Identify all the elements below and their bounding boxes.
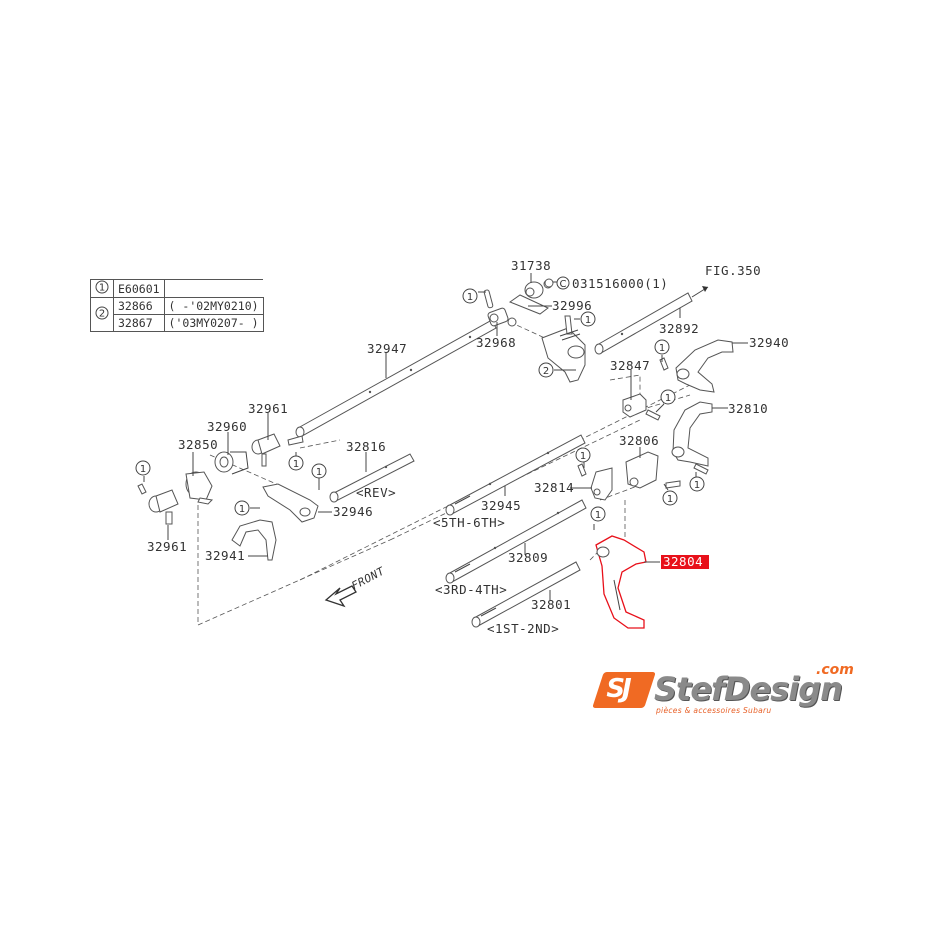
leader-lines [143,273,748,600]
part-32809-rod-3rd-4th[interactable] [445,499,587,584]
svg-text:1: 1 [694,480,700,491]
part-32810-fork[interactable] [671,401,713,475]
part-32850-collar[interactable] [185,471,214,505]
label-32961-bottom: 32961 [147,539,187,554]
label-32892: 32892 [659,321,699,336]
logo-tagline: pièces & accessoires Subaru [656,706,772,715]
svg-text:C: C [560,279,567,290]
ref-circle-icon: 1 [288,455,304,471]
legend-note [164,279,264,298]
label-32816: 32816 [346,439,386,454]
label-32941: 32941 [205,548,245,563]
part-32941-fork[interactable] [231,519,277,561]
label-1st-2nd: <1ST-2ND> [487,621,559,636]
part-32961-bushing-bottom[interactable] [137,483,179,525]
svg-text:1: 1 [595,510,601,521]
part-32947-rod[interactable] [295,319,497,438]
copper-clip-ref-icon: C [556,276,570,290]
reference-legend-table: 1 E60601 2 32866 ( -'02MY0210) 32867 ('0… [90,279,264,332]
highlighted-part-label[interactable]: 32804 [661,554,709,569]
part-32892-rod[interactable] [594,286,709,355]
svg-text:1: 1 [585,315,591,326]
part-32961-bushing-top[interactable] [251,433,304,467]
part-32940-fork[interactable] [659,339,734,393]
label-32814: 32814 [534,480,574,495]
ref-circle-icon: 1 [654,339,670,355]
stefdesign-logo[interactable]: SJ StefDesign .com pièces & accessoires … [590,662,860,718]
ref-circle-icon: 1 [234,500,250,516]
label-5th-6th: <5TH-6TH> [433,515,505,530]
part-32996-lever[interactable] [508,294,549,315]
label-32968: 32968 [476,335,516,350]
part-labels: 31738 031516000(1) FIG.350 32996 32968 3… [147,258,789,636]
part-32806-block[interactable] [625,451,681,489]
front-arrow-icon [324,585,357,608]
part-32866-32867-selector-arm[interactable] [541,315,586,383]
label-clip: 031516000(1) [572,276,668,291]
svg-text:1: 1 [580,451,586,462]
label-32809: 32809 [508,550,548,565]
legend-ref: 2 [90,297,114,332]
svg-text:1: 1 [99,283,105,294]
logo-mark: SJ [592,672,656,708]
label-32847: 32847 [610,358,650,373]
ref-circle-icon: 1 [660,389,676,405]
ref-circle-icon: 2 [538,362,554,378]
logo-domain: .com [816,662,854,678]
front-direction-indicator: FRONT [324,564,388,608]
ref-circle-icon: 1 [575,447,591,463]
part-32945-rod-5th-6th[interactable] [445,434,586,516]
label-32947: 32947 [367,341,407,356]
ref-circle-icon: 1 [95,280,109,294]
label-31738: 31738 [511,258,551,273]
ref-circle-icon: 1 [135,460,151,476]
svg-text:1: 1 [659,343,665,354]
svg-text:1: 1 [667,494,673,505]
label-fig350: FIG.350 [705,263,761,278]
ref-circle-icon: 2 [95,306,109,320]
label-32960: 32960 [207,419,247,434]
legend-note: ( -'02MY0210) [163,297,264,315]
svg-text:1: 1 [140,464,146,475]
svg-text:FRONT: FRONT [349,564,387,593]
ref-circle-icon: 1 [311,463,327,479]
label-32940: 32940 [749,335,789,350]
label-rev: <REV> [356,485,396,500]
legend-note: ('03MY0207- ) [163,314,264,332]
svg-text:1: 1 [293,459,299,470]
logo-name: StefDesign [654,670,843,708]
part-32801-rod-1st-2nd[interactable] [471,561,581,628]
label-32850: 32850 [178,437,218,452]
svg-text:32804: 32804 [663,554,703,569]
svg-text:1: 1 [316,467,322,478]
part-32847-block[interactable] [622,393,661,421]
label-32801: 32801 [531,597,571,612]
svg-text:1: 1 [239,504,245,515]
label-32945: 32945 [481,498,521,513]
ref-circle-icon: 1 [590,506,606,522]
part-32968-block[interactable] [483,289,517,327]
part-32960-collar[interactable] [214,451,249,475]
ref-circle-icon: 1 [662,490,678,506]
svg-text:1: 1 [665,393,671,404]
label-32961-top: 32961 [248,401,288,416]
ref-circle-icon: 1 [462,288,478,304]
label-3rd-4th: <3RD-4TH> [435,582,507,597]
legend-ref: 1 [90,279,114,298]
label-32806: 32806 [619,433,659,448]
label-32946: 32946 [333,504,373,519]
ref-circle-icon: 1 [689,476,705,492]
svg-text:2: 2 [99,309,105,320]
ref-circles: 1 1 2 1 1 1 1 1 1 1 1 1 1 C [135,276,705,522]
part-32816-rod-rev[interactable] [329,453,415,503]
label-32810: 32810 [728,401,768,416]
part-32804-fork-highlighted[interactable] [595,535,647,629]
svg-text:2: 2 [543,366,549,377]
legend-row: 32867 ('03MY0207- ) [91,314,264,332]
svg-text:1: 1 [467,292,473,303]
part-32814-block[interactable] [577,463,613,501]
part-32946-arm[interactable] [262,483,319,523]
label-32996: 32996 [552,298,592,313]
ref-circle-icon: 1 [580,311,596,327]
